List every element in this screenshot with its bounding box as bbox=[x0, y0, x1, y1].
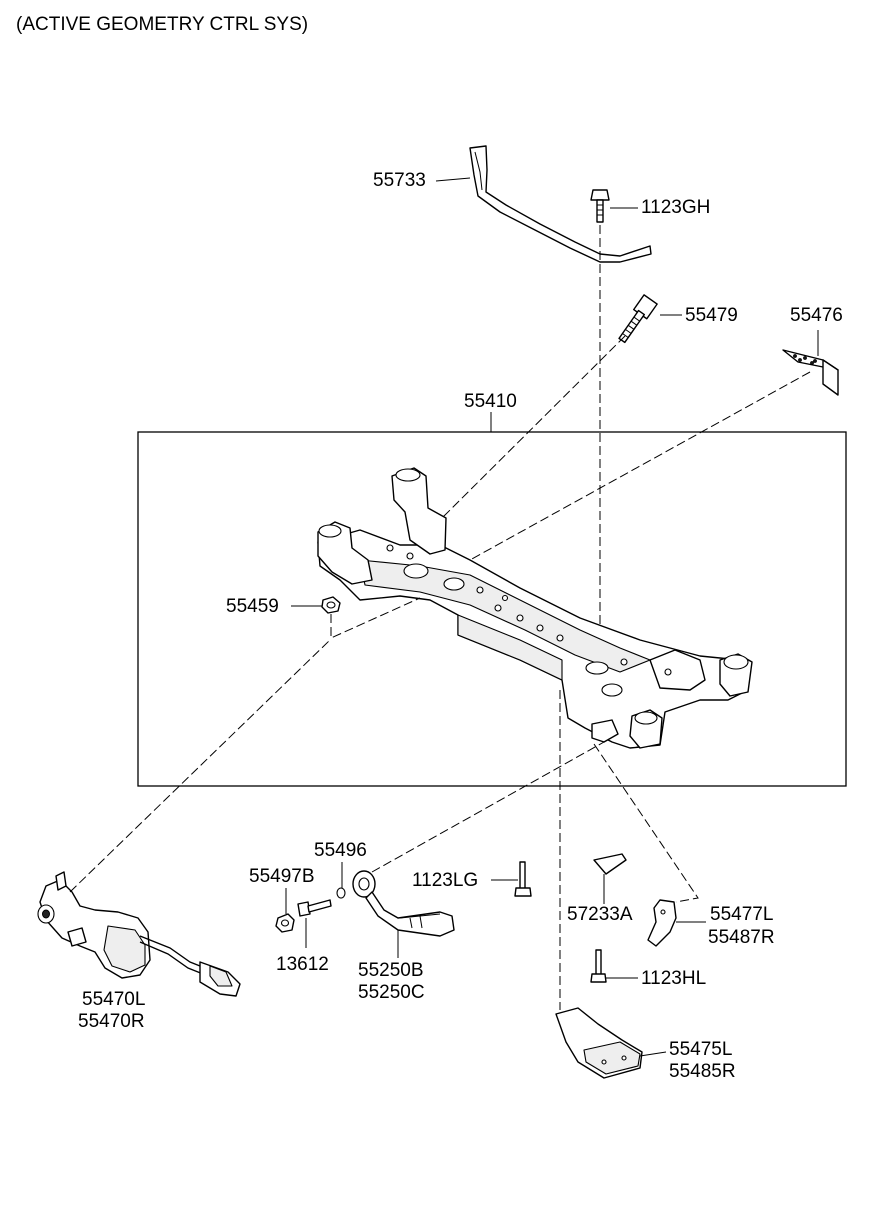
stabilizer-bar-55733 bbox=[469, 145, 652, 263]
bolt-1123LG bbox=[514, 861, 532, 897]
leader-55733 bbox=[435, 177, 471, 182]
part-label-55476: 55476 bbox=[790, 305, 843, 326]
part-label-55485R: 55485R bbox=[669, 1061, 736, 1082]
nut-55497B bbox=[275, 913, 295, 933]
plate-57233A bbox=[593, 853, 627, 875]
part-label-55410: 55410 bbox=[464, 391, 517, 412]
part-label-1123HL: 1123HL bbox=[641, 968, 707, 989]
dashline-55250 bbox=[371, 741, 605, 873]
crossmember-55410 bbox=[317, 467, 753, 749]
diagram-title: (ACTIVE GEOMETRY CTRL SYS) bbox=[16, 14, 309, 35]
part-label-55250B: 55250B bbox=[358, 960, 424, 981]
bolt-55479 bbox=[618, 294, 658, 344]
nut-55459 bbox=[321, 596, 341, 614]
part-label-55733: 55733 bbox=[373, 170, 426, 191]
part-label-55250C: 55250C bbox=[358, 982, 425, 1003]
dashline-55477L bbox=[593, 743, 699, 903]
part-label-55459: 55459 bbox=[226, 596, 279, 617]
part-label-55470R: 55470R bbox=[78, 1011, 145, 1032]
part-label-13612: 13612 bbox=[276, 954, 329, 975]
washer-55496 bbox=[336, 887, 346, 899]
assembly-frame-box bbox=[137, 431, 847, 787]
bolt-1123HL bbox=[590, 949, 607, 983]
part-label-1123GH: 1123GH bbox=[641, 197, 711, 218]
part-label-57233A: 57233A bbox=[567, 904, 633, 925]
arm-55250 bbox=[352, 870, 455, 937]
part-label-55487R: 55487R bbox=[708, 927, 775, 948]
dashline-55479 bbox=[439, 335, 626, 521]
leader-55475L bbox=[639, 1051, 667, 1057]
part-label-55475L: 55475L bbox=[669, 1039, 733, 1060]
dashline-55470 bbox=[69, 639, 331, 893]
part-label-1123LG: 1123LG bbox=[412, 870, 479, 891]
shield-55475L bbox=[555, 1007, 643, 1079]
bracket-55477L bbox=[647, 899, 677, 947]
bolt-1123GH bbox=[590, 189, 610, 223]
bracket-55476 bbox=[782, 349, 839, 396]
part-label-55479: 55479 bbox=[685, 305, 738, 326]
part-label-55477L: 55477L bbox=[710, 904, 774, 925]
part-label-55470L: 55470L bbox=[82, 989, 146, 1010]
dashline-55476 bbox=[469, 371, 811, 561]
part-label-55496: 55496 bbox=[314, 840, 367, 861]
actuator-55470 bbox=[37, 871, 241, 997]
bolt-13612 bbox=[297, 899, 332, 917]
part-label-55497B: 55497B bbox=[249, 866, 315, 887]
dashline-55459 bbox=[330, 597, 421, 639]
